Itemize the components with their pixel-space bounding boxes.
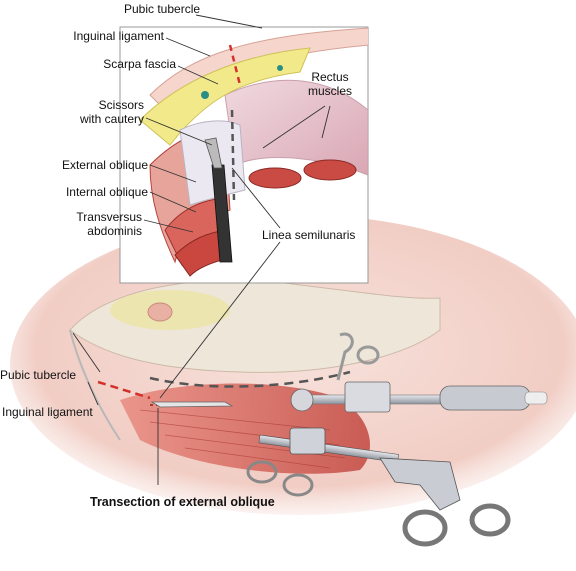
label-transversus-2: abdominis xyxy=(87,224,142,238)
grasper-ring-lower xyxy=(402,509,448,547)
rectus-muscle-layer xyxy=(224,79,368,176)
label-scissors-2: with cautery xyxy=(79,112,144,126)
label-inguinal-ligament-bottom: Inguinal ligament xyxy=(2,405,93,419)
label-pubic-tubercle-top: Pubic tubercle xyxy=(124,2,201,16)
rectus-cut-right xyxy=(303,159,357,181)
label-internal-oblique: Internal oblique xyxy=(65,185,148,199)
trocar-block xyxy=(344,381,391,413)
retractor-ring-left xyxy=(246,460,278,484)
leader-lines xyxy=(72,14,331,485)
label-pubic-tubercle-bottom: Pubic tubercle xyxy=(0,368,77,382)
label-rectus-2: muscles xyxy=(307,84,352,98)
label-scarpa-fascia: Scarpa fascia xyxy=(103,57,176,71)
inset-fat-layer xyxy=(139,47,311,146)
inset-panel xyxy=(119,26,369,284)
grasper-trocar xyxy=(289,427,326,455)
label-inguinal-ligament-top: Inguinal ligament xyxy=(73,29,164,43)
label-rectus-1: Rectus xyxy=(311,70,349,84)
label-linea-semilunaris: Linea semilunaris xyxy=(262,228,356,242)
cautery-blade xyxy=(150,401,234,408)
gray-dashed-line xyxy=(149,370,351,388)
inset-scissors-tip xyxy=(204,137,223,169)
retractor-ring-top xyxy=(356,345,380,365)
inset-red-dashed xyxy=(228,44,242,86)
rectus-cut-left xyxy=(248,167,302,189)
grasper-handle xyxy=(379,457,461,511)
retractor-top xyxy=(336,332,354,381)
grasper-ring-right xyxy=(469,503,511,537)
label-transversus-1: Transversus xyxy=(76,210,142,224)
retractor-ring-right xyxy=(282,473,314,497)
laparoscopic-instruments xyxy=(150,332,548,547)
label-scissors-1: Scissors xyxy=(98,98,144,112)
navel xyxy=(147,302,173,322)
label-transection: Transection of external oblique xyxy=(90,495,275,509)
fat-vessel-2 xyxy=(277,65,283,71)
trocar-knob xyxy=(290,388,314,412)
fat-vessel-1 xyxy=(201,91,209,99)
scope-tip xyxy=(524,391,548,405)
label-external-oblique: External oblique xyxy=(61,158,148,172)
red-dashed-line xyxy=(97,380,151,400)
inset-linea-dashed xyxy=(230,109,236,201)
